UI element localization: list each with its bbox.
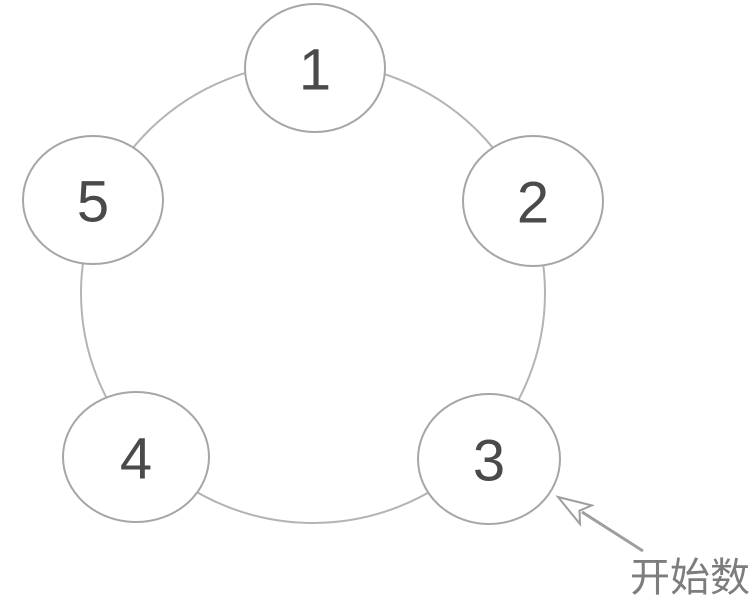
node-5-circle [22,135,164,265]
arrowhead-icon [555,495,595,527]
node-5-label: 5 [77,170,109,235]
node-4-circle [62,391,210,523]
node-3: 3 [417,393,561,525]
node-5: 5 [22,135,164,265]
node-2-label: 2 [517,171,549,236]
node-4: 4 [62,391,210,523]
node-1-circle [244,3,386,133]
node-3-circle [417,393,561,525]
node-4-label: 4 [120,427,152,492]
node-3-label: 3 [473,429,505,494]
arrow-shaft [581,510,644,553]
start-annotation-label: 开始数 [630,555,750,601]
node-2-circle [462,135,604,267]
node-1: 1 [244,3,386,133]
start-annotation-arrow [555,495,644,553]
node-1-label: 1 [299,38,331,103]
node-2: 2 [462,135,604,267]
